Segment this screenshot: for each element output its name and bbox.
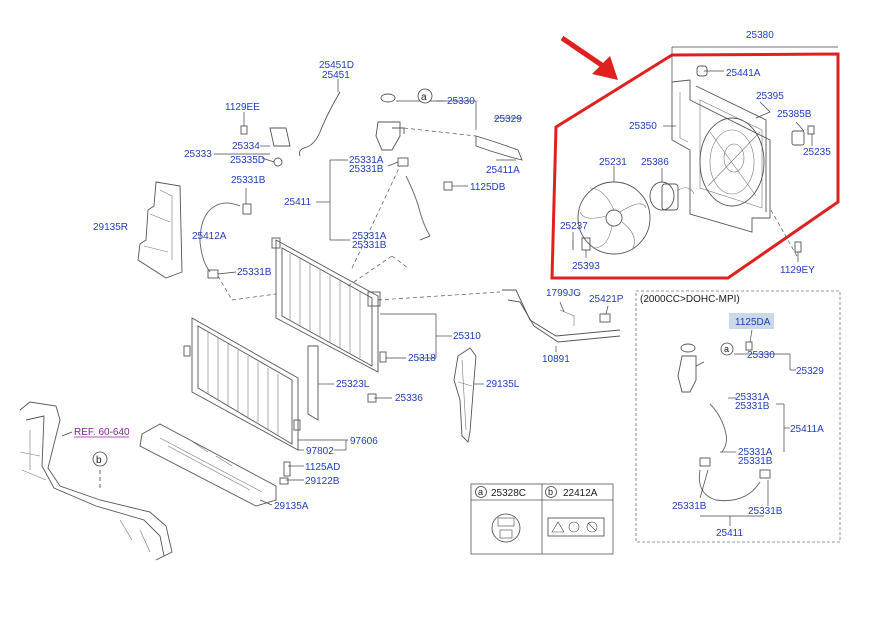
label-25421p: 25421P [589, 294, 624, 305]
label-25386: 25386 [641, 157, 669, 168]
legend-a-letter: a [478, 487, 483, 497]
inset-label-1125da: 1125DA [735, 317, 771, 328]
inset-callout-a: a [724, 344, 729, 354]
label-ref-60-640[interactable]: REF. 60-640 [74, 427, 130, 438]
label-25237: 25237 [560, 221, 588, 232]
label-25393: 25393 [572, 261, 600, 272]
label-25331b-left: 25331B [231, 175, 266, 186]
warning-label-a-icon [491, 513, 521, 543]
label-25441a: 25441A [726, 68, 761, 79]
inset-label-25331b-lower: 25331B [738, 456, 773, 467]
legend-table: a 25328C b 22412A [470, 483, 614, 555]
inset-panel: (2000CC>DOHC-MPI) 1125DA a [635, 290, 841, 543]
air-guard-left-art [453, 347, 484, 443]
inset-label-25330: 25330 [747, 350, 775, 361]
inset-label-25329: 25329 [796, 366, 824, 377]
label-25331b-mid: 25331B [352, 240, 387, 251]
label-25333: 25333 [184, 149, 212, 160]
fan-leaders [572, 46, 838, 262]
callout-a-upper: a [417, 88, 433, 104]
svg-text:b: b [96, 455, 102, 466]
label-25331a-upper: 25331A [349, 155, 384, 166]
highlight-arrow-head [592, 56, 618, 80]
inset-label-25331a-lower: 25331A [738, 447, 773, 458]
inset-label-25411: 25411 [716, 528, 744, 539]
warning-label-b-icon [547, 517, 605, 537]
label-25412a: 25412A [192, 231, 227, 242]
label-25329: 25329 [494, 114, 522, 125]
inset-label-25331a-upper: 25331A [735, 392, 770, 403]
label-29135l: 29135L [486, 379, 520, 390]
label-25411: 25411 [284, 197, 312, 208]
label-25451: 25451 [322, 70, 350, 81]
inset-label-25331b-left: 25331B [672, 501, 707, 512]
seal-strip-art [307, 345, 377, 421]
front-end-module-art [19, 401, 173, 561]
label-25334: 25334 [232, 141, 260, 152]
label-25411a: 25411A [486, 165, 520, 176]
radiator-art [271, 237, 387, 373]
inset-title: (2000CC>DOHC-MPI) [640, 294, 740, 305]
label-97606: 97606 [350, 436, 378, 447]
label-25395: 25395 [756, 91, 784, 102]
label-25310: 25310 [453, 331, 481, 342]
label-1129ey: 1129EY [780, 265, 815, 276]
label-97802: 97802 [306, 446, 334, 457]
label-25380: 25380 [746, 30, 774, 41]
label-1125db: 1125DB [470, 182, 506, 193]
inset-label-25411a: 25411A [790, 424, 824, 435]
lower-air-guard-art [139, 423, 291, 507]
label-25331b-lower: 25331B [237, 267, 272, 278]
highlight-arrow-shaft [560, 35, 608, 71]
callout-1125da-bg [729, 313, 774, 329]
label-25231: 25231 [599, 157, 627, 168]
air-guard-right-art [137, 181, 183, 279]
radiator-leaders [318, 291, 501, 399]
label-25330: 25330 [447, 96, 475, 107]
upper-leaders [214, 79, 522, 301]
label-25331b-upper: 25331B [349, 164, 384, 175]
callout-b-frame: b [92, 451, 108, 467]
inset-label-25331b-upper: 25331B [735, 401, 770, 412]
svg-text:a: a [421, 92, 427, 103]
condenser-leaders [259, 439, 348, 506]
label-25323l: 25323L [336, 379, 370, 390]
label-29135a: 29135A [274, 501, 309, 512]
legend-b-letter: b [548, 487, 553, 497]
legend-a-part: 25328C [491, 488, 526, 499]
inset-label-25331b-right: 25331B [748, 506, 783, 517]
label-10891: 10891 [542, 354, 570, 365]
label-25451d: 25451D [319, 60, 354, 71]
label-29122b: 29122B [305, 476, 340, 487]
legend-b-part: 22412A [563, 488, 598, 499]
cooler-lines-art [502, 289, 621, 352]
label-29135r: 29135R [93, 222, 128, 233]
label-25385b: 25385B [777, 109, 812, 120]
label-25336: 25336 [395, 393, 423, 404]
label-25331a-mid: 25331A [352, 231, 387, 242]
label-25235: 25235 [803, 147, 831, 158]
label-1799jg: 1799JG [546, 288, 581, 299]
label-25335d: 25335D [230, 155, 265, 166]
label-1125ad: 1125AD [305, 462, 340, 473]
label-25318: 25318 [408, 353, 436, 364]
condenser-art [183, 317, 301, 451]
label-25350: 25350 [629, 121, 657, 132]
fan-shroud-art [572, 65, 815, 255]
label-1129ee: 1129EE [225, 102, 260, 113]
